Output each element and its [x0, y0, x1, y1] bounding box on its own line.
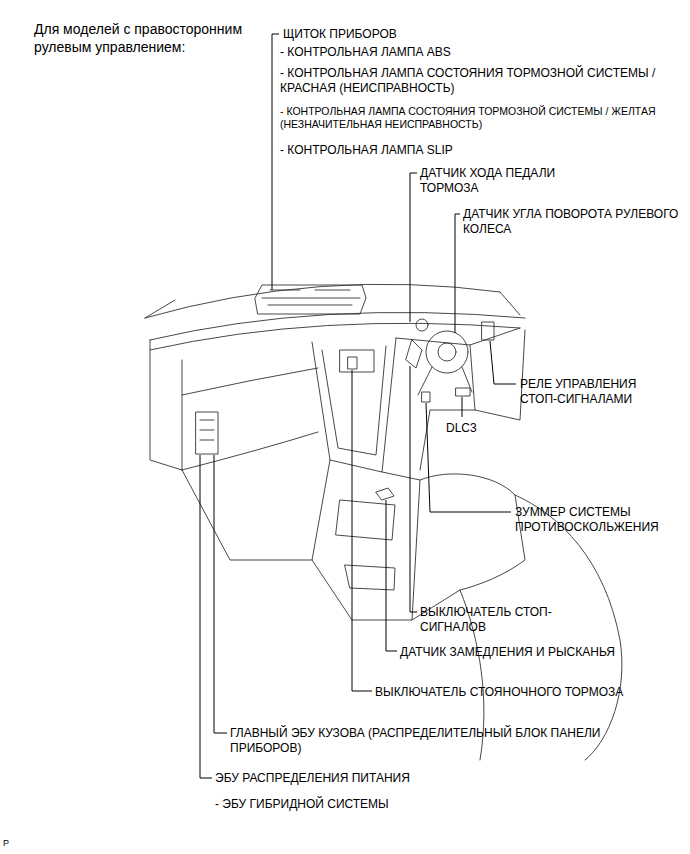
part-label: ДАТЧИК ЗАМЕДЛЕНИЯ И РЫСКАНЬЯ: [400, 645, 680, 660]
part-label: - ЭБУ ГИБРИДНОЙ СИСТЕМЫ: [215, 797, 515, 812]
part-label: ВЫКЛЮЧАТЕЛЬ СТОП-СИГНАЛОВ: [420, 605, 580, 635]
part-label: ЗУММЕР СИСТЕМЫ ПРОТИВОСКОЛЬЖЕНИЯ: [515, 505, 675, 535]
diagram-title: Для моделей с правосторонним рулевым упр…: [34, 20, 244, 56]
figure-code: P: [3, 838, 23, 849]
lamp-label: - КОНТРОЛЬНАЯ ЛАМПА СОСТОЯНИЯ ТОРМОЗНОЙ …: [280, 66, 680, 96]
part-label: ГЛАВНЫЙ ЭБУ КУЗОВА (РАСПРЕДЕЛИТЕЛЬНЫЙ БЛ…: [230, 726, 610, 756]
part-label: DLC3: [446, 421, 506, 436]
part-label: ВЫКЛЮЧАТЕЛЬ СТОЯНОЧНОГО ТОРМОЗА: [375, 685, 675, 700]
lamp-label: - КОНТРОЛЬНАЯ ЛАМПА СОСТОЯНИЯ ТОРМОЗНОЙ …: [280, 105, 680, 131]
part-label: ЩИТОК ПРИБОРОВ: [283, 27, 583, 42]
part-label: ДАТЧИК УГЛА ПОВОРОТА РУЛЕВОГО КОЛЕСА: [463, 207, 683, 237]
part-label: ДАТЧИК ХОДА ПЕДАЛИ ТОРМОЗА: [420, 166, 610, 196]
lamp-label: - КОНТРОЛЬНАЯ ЛАМПА ABS: [280, 45, 580, 60]
part-label: ЭБУ РАСПРЕДЕЛЕНИЯ ПИТАНИЯ: [215, 771, 515, 786]
part-label: РЕЛЕ УПРАВЛЕНИЯ СТОП-СИГНАЛАМИ: [520, 377, 645, 407]
lamp-label: - КОНТРОЛЬНАЯ ЛАМПА SLIP: [280, 143, 580, 158]
